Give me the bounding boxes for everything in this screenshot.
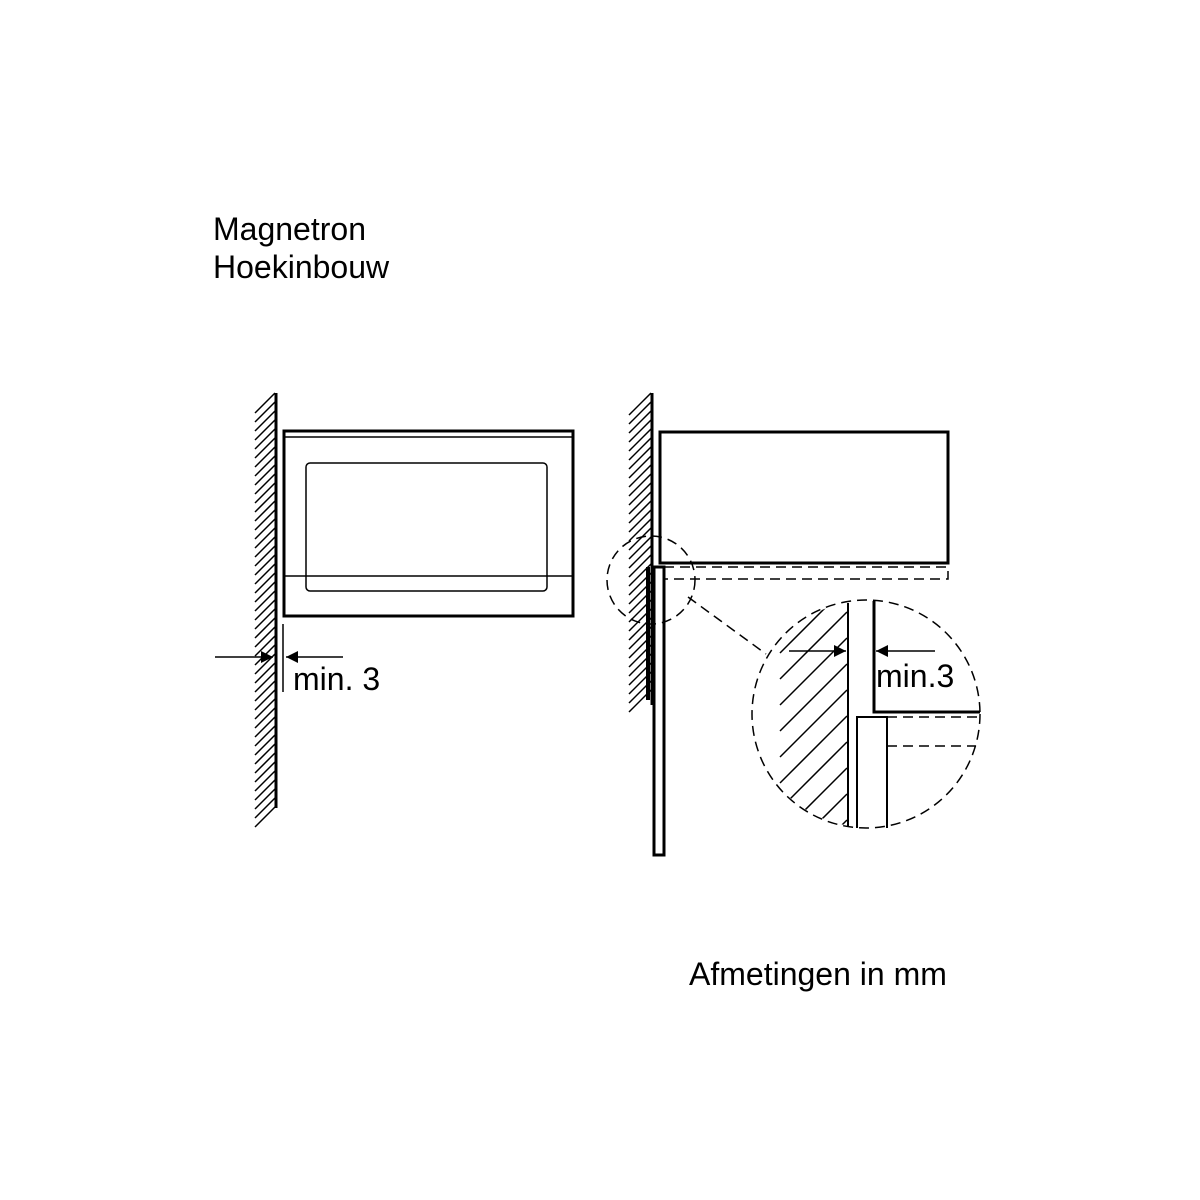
hatch-line	[628, 392, 652, 416]
hatch-line	[254, 617, 276, 639]
hatch-line	[628, 437, 652, 461]
detail-dimension-label: min.3	[876, 658, 954, 694]
hatch-line	[254, 797, 276, 819]
hatch-line	[779, 601, 848, 628]
hatch-line	[254, 599, 276, 621]
hatch-line	[254, 401, 276, 423]
hatch-line	[254, 662, 276, 684]
hatch-line	[254, 752, 276, 774]
hatch-line	[254, 581, 276, 603]
hatch-line	[254, 806, 276, 828]
hatch-line	[254, 500, 276, 522]
hatch-line	[254, 680, 276, 702]
detail-view: min.3	[751, 599, 981, 829]
hatch-line	[628, 554, 652, 578]
hatch-line	[254, 392, 276, 414]
hatch-line	[254, 761, 276, 783]
hatch-line	[779, 793, 848, 827]
hatch-line	[254, 671, 276, 693]
hatch-line	[628, 527, 652, 551]
hatch-line	[779, 637, 848, 706]
side-view: min.3	[606, 392, 981, 857]
hatch-line	[254, 509, 276, 531]
hatch-line	[254, 779, 276, 801]
hatch-line	[254, 716, 276, 738]
hatch-line	[254, 446, 276, 468]
hatch-line	[254, 698, 276, 720]
front-view: min. 3	[215, 392, 575, 828]
hatch-line	[628, 518, 652, 542]
hatch-line	[254, 608, 276, 630]
hatch-line	[628, 536, 652, 560]
hatch-line	[779, 689, 848, 758]
detail-cabinet-corner	[872, 601, 980, 714]
hatch-line	[628, 482, 652, 506]
hatch-line	[254, 590, 276, 612]
hatch-line	[628, 455, 652, 479]
hatch-line	[628, 464, 652, 488]
hatch-line	[254, 518, 276, 540]
hatch-line	[254, 536, 276, 558]
hatch-line	[779, 715, 848, 784]
hatch-line	[254, 464, 276, 486]
hatch-line	[254, 707, 276, 729]
hatch-line	[254, 644, 276, 666]
hatch-line	[779, 741, 848, 810]
hatch-line	[254, 455, 276, 477]
hatch-line	[254, 491, 276, 513]
front-dimension-label: min. 3	[293, 661, 380, 697]
cabinet-top-dashed	[663, 566, 949, 580]
title-line-1: Magnetron	[213, 211, 366, 247]
hatch-line	[254, 482, 276, 504]
hatch-line	[254, 563, 276, 585]
hatch-line	[628, 401, 652, 425]
hatch-line	[254, 428, 276, 450]
title-line-2: Hoekinbouw	[213, 249, 390, 285]
detail-leader-line	[687, 596, 767, 655]
cabinet-door-panel	[652, 565, 666, 857]
microwave-side	[658, 430, 950, 565]
hatch-line	[254, 473, 276, 495]
hatch-line	[779, 819, 848, 827]
hatch-line	[779, 611, 848, 680]
hatch-line	[254, 572, 276, 594]
hatch-line	[628, 446, 652, 470]
hatch-line	[628, 545, 652, 569]
wall-hatching	[254, 392, 276, 828]
detail-marker-circle	[606, 535, 696, 625]
hatch-line	[254, 635, 276, 657]
hatch-line	[628, 500, 652, 524]
hatch-line	[254, 743, 276, 765]
hatch-line	[254, 725, 276, 747]
detail-circle	[751, 599, 981, 829]
hatch-line	[254, 554, 276, 576]
hatch-line	[254, 419, 276, 441]
hatch-line	[779, 601, 848, 654]
hatch-line	[779, 663, 848, 732]
hatch-line	[628, 491, 652, 515]
microwave-front	[282, 429, 575, 618]
hatch-line	[254, 788, 276, 810]
hatch-line	[628, 428, 652, 452]
hatch-line	[254, 770, 276, 792]
microwave-window	[305, 462, 548, 592]
detail-door-strip	[856, 716, 888, 828]
hatch-line	[254, 545, 276, 567]
detail-wall-hatching	[779, 601, 848, 827]
hatch-line	[628, 473, 652, 497]
hatch-line	[254, 626, 276, 648]
hatch-line	[254, 437, 276, 459]
hatch-line	[254, 527, 276, 549]
hatch-line	[628, 419, 652, 443]
hatch-line	[254, 689, 276, 711]
hatch-line	[254, 410, 276, 432]
hatch-line	[628, 410, 652, 434]
units-note: Afmetingen in mm	[689, 956, 947, 992]
hatch-line	[628, 509, 652, 533]
hatch-line	[254, 734, 276, 756]
